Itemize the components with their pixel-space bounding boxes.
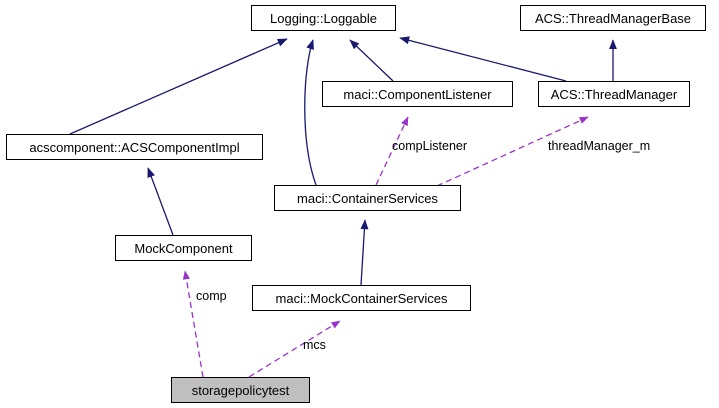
edge-threadmanager-to-loggable <box>399 36 567 82</box>
class-node-label: maci::ComponentListener <box>343 86 492 102</box>
class-node-acs-threadmanagerbase[interactable]: ACS::ThreadManagerBase <box>520 5 706 31</box>
class-node-label: ACS::ThreadManager <box>550 86 678 102</box>
class-node-maci-mockcontainerservices[interactable]: maci::MockContainerServices <box>252 285 471 311</box>
edge-storagepolicytest-mockcomponent <box>182 270 204 378</box>
edge-containerservices-threadmanager <box>436 116 589 187</box>
class-node-label: storagepolicytest <box>191 382 290 398</box>
class-node-logging-loggable[interactable]: Logging::Loggable <box>251 5 396 31</box>
class-node-label: maci::MockContainerServices <box>275 290 448 306</box>
edge-label-threadmanager-m: threadManager_m <box>548 139 651 153</box>
association-edges <box>182 116 589 378</box>
class-node-storagepolicytest[interactable]: storagepolicytest <box>171 377 310 403</box>
edge-label-complistener: compListener <box>392 139 468 153</box>
class-node-label: maci::ContainerServices <box>297 190 438 206</box>
edge-containerservices-to-loggable <box>304 39 317 186</box>
edge-containerservices-complistener <box>375 116 409 186</box>
class-node-label: acscomponent::ACSComponentImpl <box>29 139 240 155</box>
class-node-maci-containerservices[interactable]: maci::ContainerServices <box>274 185 461 211</box>
edge-label-comp: comp <box>196 289 227 303</box>
edge-label-mcs: mcs <box>303 338 326 352</box>
class-node-label: MockComponent <box>134 240 233 256</box>
class-node-label: ACS::ThreadManagerBase <box>534 10 692 26</box>
inheritance-edges <box>69 36 617 286</box>
edge-componentlistener-to-loggable <box>349 39 394 82</box>
edge-acscomponentimpl-to-loggable <box>69 38 288 135</box>
class-node-acs-threadmanager[interactable]: ACS::ThreadManager <box>538 81 690 107</box>
edge-storagepolicytest-mockcontainerservices <box>248 320 341 378</box>
class-node-label: Logging::Loggable <box>270 10 377 26</box>
edge-mockcontainerservices-to-containerservices <box>360 219 369 286</box>
class-node-mockcomponent[interactable]: MockComponent <box>115 235 252 261</box>
class-node-acscomponent-acscomponentimpl[interactable]: acscomponent::ACSComponentImpl <box>6 134 263 160</box>
class-node-maci-componentlistener[interactable]: maci::ComponentListener <box>322 81 513 107</box>
edge-mockcomponent-to-acscomponentimpl <box>147 167 174 236</box>
